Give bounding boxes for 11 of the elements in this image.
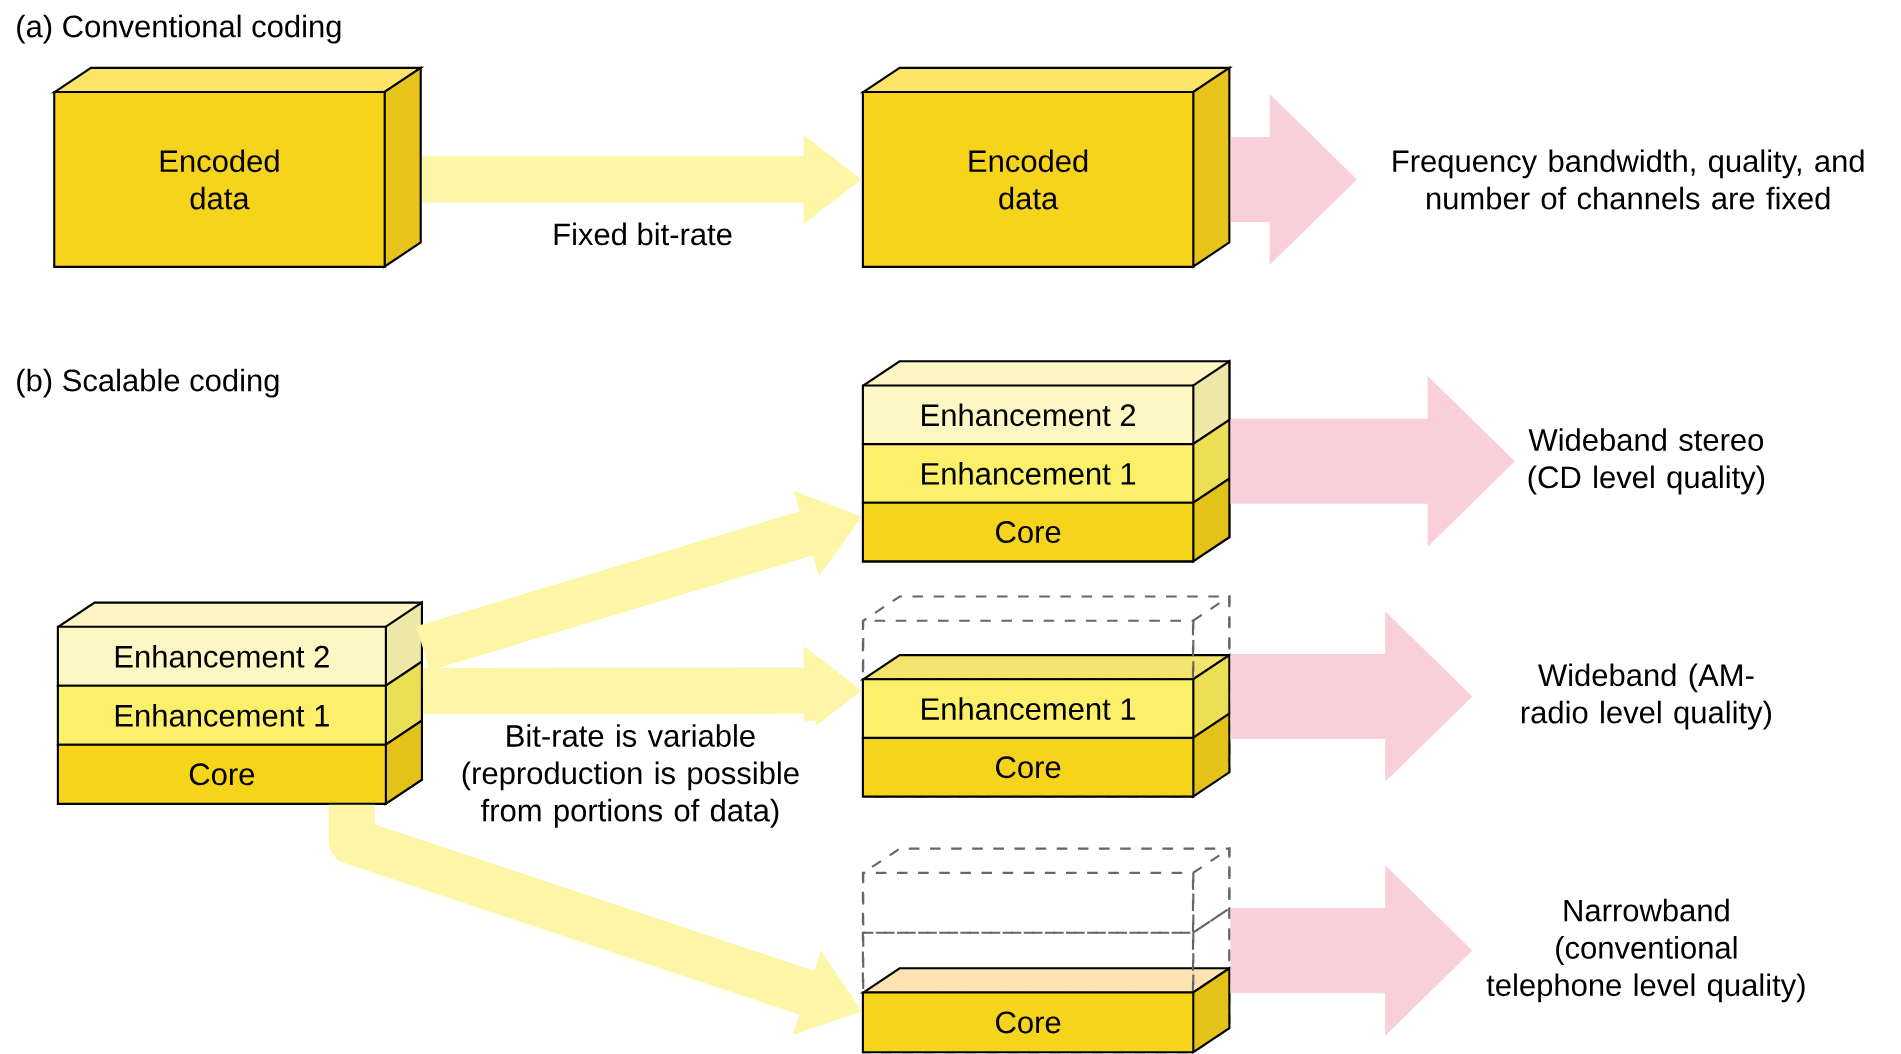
description-text: Wideband stereo (CD level quality) — [1528, 428, 1765, 495]
layer-block: Enhancement 2 — [56, 600, 423, 688]
empty-layer-outline — [861, 846, 1231, 935]
section-heading: (a) Conventional coding — [17, 14, 341, 44]
layer-block: Core — [861, 966, 1231, 1054]
edge-label: Fixed bit-rate — [548, 219, 737, 250]
section-heading: (b) Scalable coding — [17, 368, 279, 398]
description-text: Wideband (AM-radio level quality) — [1521, 663, 1771, 730]
edge-label: Bit-rate is variable (reproduction is possible from portions of data) — [444, 720, 817, 832]
description-text: Narrowband (conventional telephone level quality) — [1486, 898, 1805, 1003]
description-text: Frequency bandwidth, quality, and number of channels are fixed — [1393, 149, 1864, 210]
